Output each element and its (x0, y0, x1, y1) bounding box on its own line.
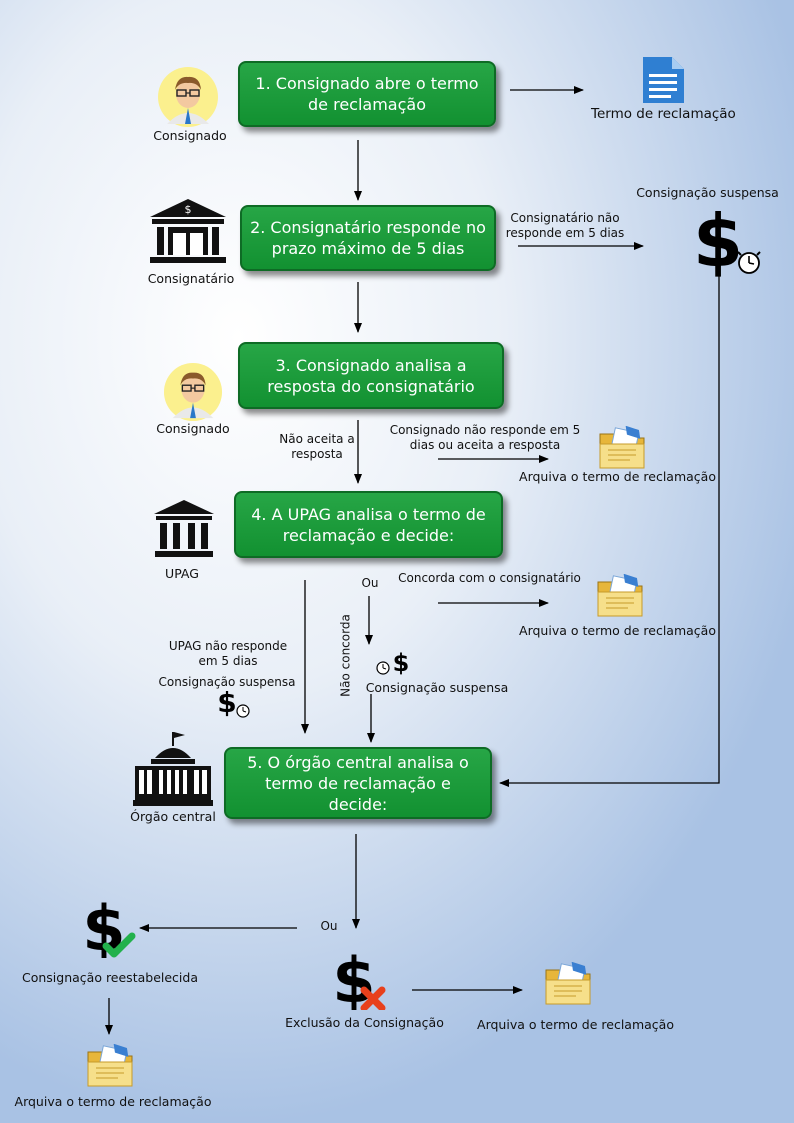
svg-text:$: $ (393, 649, 410, 677)
step-3-box: 3. Consignado analisa a resposta do cons… (238, 342, 504, 409)
step-5-box: 5. O órgão central analisa o termo de re… (224, 747, 492, 819)
consignado-nao-responde-label: Consignado não responde em 5 dias ou ace… (389, 423, 581, 452)
dollar-clock-icon: $ (693, 200, 761, 278)
ou-2-label: Ou (320, 919, 338, 933)
arquiva-4-label: Arquiva o termo de reclamação (14, 1094, 212, 1109)
government-building-icon (154, 500, 214, 557)
consig-suspensa-mid-label: Consignação suspensa (365, 680, 509, 695)
step-3-text: 3. Consignado analisa a resposta do cons… (267, 355, 475, 396)
svg-text:$: $ (693, 200, 743, 278)
step-5-text: 5. O órgão central analisa o termo de re… (247, 752, 469, 814)
exclusao-label: Exclusão da Consignação (285, 1015, 444, 1030)
step-4-text: 4. A UPAG analisa o termo de reclamação … (251, 504, 486, 545)
actor-orgao-central: Órgão central (130, 809, 216, 824)
step-4-box: 4. A UPAG analisa o termo de reclamação … (234, 491, 503, 558)
arquiva-2-label: Arquiva o termo de reclamação (519, 623, 716, 638)
consig-suspensa-left-label: Consignação suspensa (158, 675, 296, 689)
person-icon (158, 67, 218, 127)
government-building-icon (133, 732, 213, 806)
reestabelecida-label: Consignação reestabelecida (21, 970, 198, 985)
arrow-suspensa-top-5 (499, 275, 720, 787)
dollar-clock-icon: $ (217, 686, 250, 719)
svg-text:$: $ (185, 203, 192, 216)
step-2-text: 2. Consignatário responde no prazo máxim… (250, 218, 486, 258)
folder-icon (87, 1044, 133, 1087)
upag-nao-responde-label: UPAG não responde em 5 dias (168, 639, 288, 668)
step-1-box: 1. Consignado abre o termo de reclamação (238, 61, 496, 127)
consig-suspensa-top-label: Consignação suspensa (636, 185, 779, 200)
arquiva-1-label: Arquiva o termo de reclamação (519, 469, 716, 484)
arquiva-3-label: Arquiva o termo de reclamação (477, 1017, 674, 1032)
step-2-box: 2. Consignatário responde no prazo máxim… (240, 205, 496, 271)
actor-consignado-2: Consignado (156, 421, 230, 436)
nao-aceita-label: Não aceita a resposta (279, 432, 355, 461)
actor-upag: UPAG (165, 566, 199, 581)
bank-icon: $ (150, 199, 226, 263)
folder-icon (599, 426, 645, 469)
actor-consignatario: Consignatário (147, 271, 235, 286)
person-icon (163, 362, 223, 422)
actor-consignado-1: Consignado (153, 128, 227, 143)
dollar-cross-icon: $ (332, 944, 386, 1010)
concorda-label: Concorda com o consignatário (398, 571, 581, 585)
step-1-text: 1. Consignado abre o termo de reclamação (255, 74, 479, 114)
dollar-clock-icon: $ (376, 649, 410, 677)
dollar-check-icon: $ (82, 894, 136, 958)
nao-concorda-label: Não concorda (338, 614, 353, 697)
nao-responde-5-label: Consignatário não responde em 5 dias (505, 211, 625, 240)
folder-icon (597, 574, 643, 617)
document-icon (643, 57, 684, 103)
svg-text:$: $ (217, 686, 236, 719)
folder-icon (545, 962, 591, 1005)
ou-1-label: Ou (361, 576, 379, 590)
termo-label: Termo de reclamação (591, 106, 736, 122)
